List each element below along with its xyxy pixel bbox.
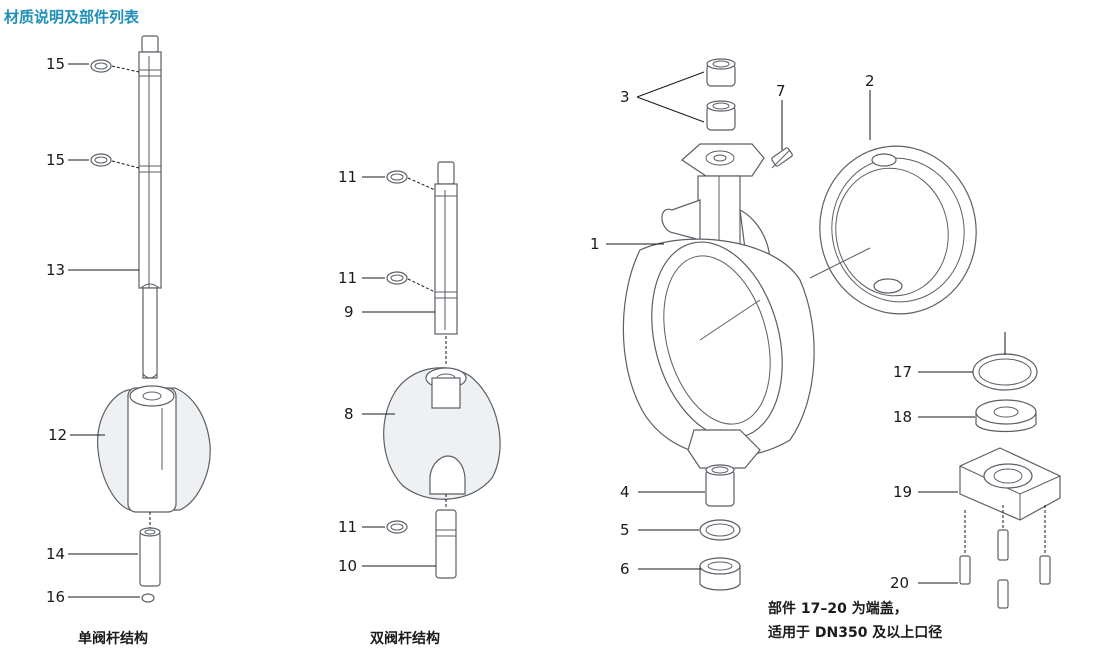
bushing-3-top bbox=[706, 58, 736, 87]
plug-6 bbox=[699, 557, 741, 591]
bushing-4 bbox=[705, 464, 735, 507]
label-19: 19 bbox=[893, 483, 912, 501]
label-7: 7 bbox=[776, 82, 786, 100]
leader-lines bbox=[68, 63, 1046, 598]
page-title: 材质说明及部件列表 bbox=[4, 8, 140, 26]
end-cap-19 bbox=[959, 447, 1061, 521]
label-11-mid: 11 bbox=[338, 269, 357, 287]
label-8: 8 bbox=[344, 405, 354, 423]
label-13: 13 bbox=[46, 261, 65, 279]
label-6: 6 bbox=[620, 560, 630, 578]
part-labels: 15 15 13 12 14 16 11 11 9 8 11 10 3 7 2 … bbox=[46, 55, 912, 606]
label-11-top: 11 bbox=[338, 168, 357, 186]
ring-16 bbox=[141, 593, 155, 603]
end-cap-note: 部件 17–20 为端盖， 适用于 DN350 及以上口径 bbox=[768, 597, 1068, 645]
o-ring-15-top bbox=[90, 59, 112, 73]
seat-2 bbox=[809, 145, 977, 315]
label-17: 17 bbox=[893, 363, 912, 381]
label-20: 20 bbox=[890, 574, 909, 592]
bolts-20 bbox=[959, 529, 1051, 609]
label-14: 14 bbox=[46, 545, 65, 563]
label-18: 18 bbox=[893, 408, 912, 426]
label-11-bottom: 11 bbox=[338, 518, 357, 536]
ring-5 bbox=[699, 519, 741, 541]
label-15-top: 15 bbox=[46, 55, 65, 73]
label-12: 12 bbox=[48, 426, 67, 444]
pin-14 bbox=[139, 527, 161, 587]
double-stem-assembly bbox=[383, 161, 501, 579]
label-5: 5 bbox=[620, 521, 630, 539]
label-10: 10 bbox=[338, 557, 357, 575]
caption-single-stem: 单阀杆结构 bbox=[78, 631, 148, 647]
label-3: 3 bbox=[620, 88, 630, 106]
label-2: 2 bbox=[865, 72, 875, 90]
o-ring-11-bottom bbox=[386, 520, 408, 534]
note-line-2: 适用于 DN350 及以上口径 bbox=[768, 625, 943, 641]
valve-body-1 bbox=[622, 143, 815, 469]
o-ring-11-mid bbox=[386, 271, 408, 285]
lower-stem-10 bbox=[435, 509, 457, 579]
pin-7 bbox=[771, 147, 793, 169]
label-9: 9 bbox=[344, 303, 354, 321]
caption-double-stem: 双阀杆结构 bbox=[370, 631, 440, 647]
single-stem-assembly bbox=[90, 35, 211, 603]
note-line-1: 部件 17–20 为端盖， bbox=[768, 601, 908, 617]
o-ring-11-top bbox=[386, 170, 408, 184]
disc-12 bbox=[97, 385, 211, 513]
label-1: 1 bbox=[590, 235, 600, 253]
bushing-18 bbox=[975, 399, 1037, 433]
label-16: 16 bbox=[46, 588, 65, 606]
o-ring-15-mid bbox=[90, 153, 112, 167]
label-4: 4 bbox=[620, 483, 630, 501]
upper-stem-9 bbox=[434, 161, 458, 335]
stem-13 bbox=[138, 35, 162, 379]
valve-body-assembly bbox=[622, 58, 1061, 609]
label-15-mid: 15 bbox=[46, 151, 65, 169]
disc-8 bbox=[383, 367, 501, 500]
bushing-3-bottom bbox=[706, 100, 736, 131]
